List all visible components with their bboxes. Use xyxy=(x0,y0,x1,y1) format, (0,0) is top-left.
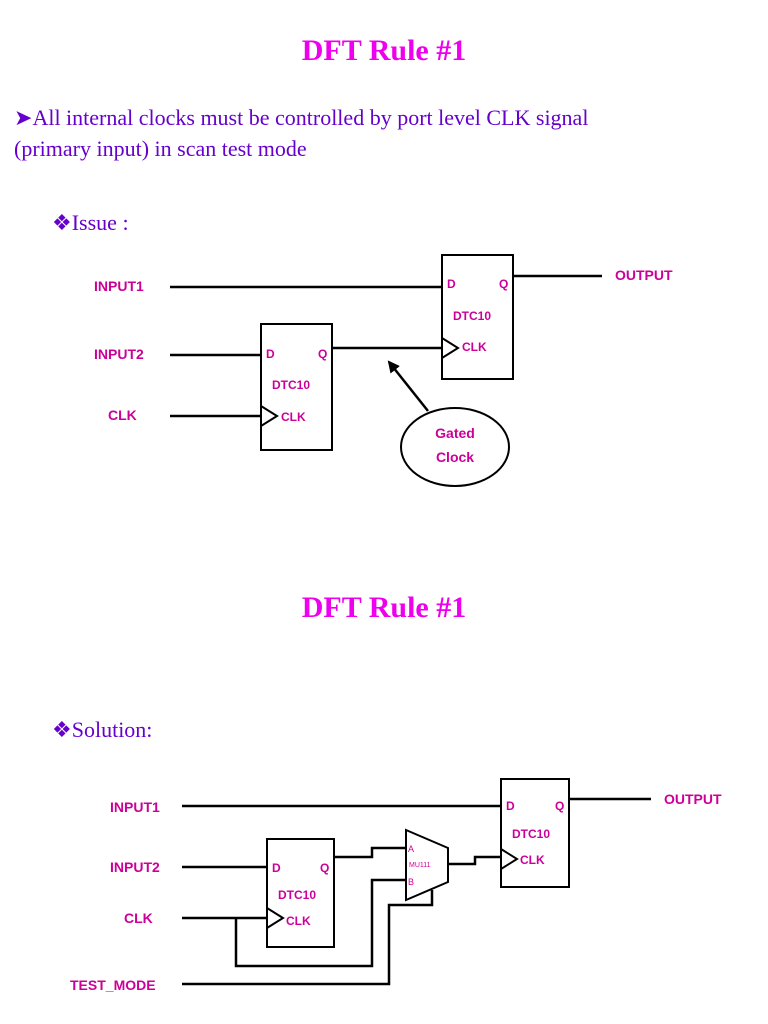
flip-flop-1: D Q DTC10 CLK xyxy=(266,838,335,948)
slide2-title: DFT Rule #1 xyxy=(301,591,467,624)
ff2-pin-clk: CLK xyxy=(520,853,545,867)
solution-diagram: D Q DTC10 CLK A MU111 B D Q DTC10 CLK IN… xyxy=(70,778,722,993)
ff2-pin-clk: CLK xyxy=(462,340,487,354)
mux-pin-b: B xyxy=(408,877,414,887)
slide1-title: DFT Rule #1 xyxy=(301,34,467,67)
input2-label: INPUT2 xyxy=(110,859,160,875)
ff1-name: DTC10 xyxy=(278,888,316,902)
callout-text-line2: Clock xyxy=(436,449,474,465)
gated-clock-callout xyxy=(400,407,510,487)
callout-text-line1: Gated xyxy=(435,425,475,441)
test-mode-wire xyxy=(182,890,434,986)
clk-label: CLK xyxy=(124,910,153,926)
output-label: OUTPUT xyxy=(615,267,673,283)
input1-label: INPUT1 xyxy=(110,799,160,815)
ff1-pin-clk: CLK xyxy=(286,914,311,928)
callout-arrow-icon xyxy=(387,360,429,412)
ff1-pin-d: D xyxy=(266,347,275,361)
ff2-pin-q: Q xyxy=(555,799,564,813)
diamond-bullet-icon: ❖ xyxy=(52,717,72,742)
ff2-name: DTC10 xyxy=(453,309,491,323)
ff1-pin-q: Q xyxy=(320,861,329,875)
ff1-q-to-mux-a-wire xyxy=(334,846,406,859)
ff2-pin-d: D xyxy=(447,277,456,291)
solution-label: Solution: xyxy=(71,717,153,742)
diamond-bullet-icon: ❖ xyxy=(52,210,72,235)
ff1-pin-clk: CLK xyxy=(281,410,306,424)
slide1-bullet: ➤All internal clocks must be controlled … xyxy=(14,102,754,164)
mux-to-ff2-clk-wire xyxy=(448,855,501,866)
mux-pin-a: A xyxy=(408,844,414,854)
ff2-pin-q: Q xyxy=(499,277,508,291)
ff1-pin-d: D xyxy=(272,861,281,875)
flip-flop-2: D Q DTC10 CLK xyxy=(441,254,514,380)
slide1-bullet-text-cont: (primary input) in scan test mode xyxy=(14,136,307,161)
mux-name: MU111 xyxy=(409,862,431,869)
input2-label: INPUT2 xyxy=(94,346,144,362)
issue-label: Issue : xyxy=(71,210,129,235)
output-label: OUTPUT xyxy=(664,791,722,807)
flip-flop-2: D Q DTC10 CLK xyxy=(500,778,570,888)
ff1-name: DTC10 xyxy=(272,378,310,392)
solution-heading: ❖Solution: xyxy=(52,714,152,745)
ff2-pin-d: D xyxy=(506,799,515,813)
clk-label: CLK xyxy=(108,407,137,423)
flip-flop-1: D Q DTC10 CLK xyxy=(260,323,333,451)
test-mode-label: TEST_MODE xyxy=(70,977,156,993)
arrow-bullet-icon: ➤ xyxy=(14,105,33,130)
mux-shape xyxy=(405,828,449,902)
mux: A MU111 B xyxy=(405,828,449,902)
issue-heading: ❖Issue : xyxy=(52,207,129,238)
input1-label: INPUT1 xyxy=(94,278,144,294)
slide1-bullet-text: All internal clocks must be controlled b… xyxy=(32,105,589,130)
ff2-name: DTC10 xyxy=(512,827,550,841)
clk-to-mux-b-wire xyxy=(234,878,406,968)
issue-diagram: D Q DTC10 CLK D Q DTC10 CLK INPUT1 INPUT… xyxy=(94,254,673,487)
ff1-pin-q: Q xyxy=(318,347,327,361)
